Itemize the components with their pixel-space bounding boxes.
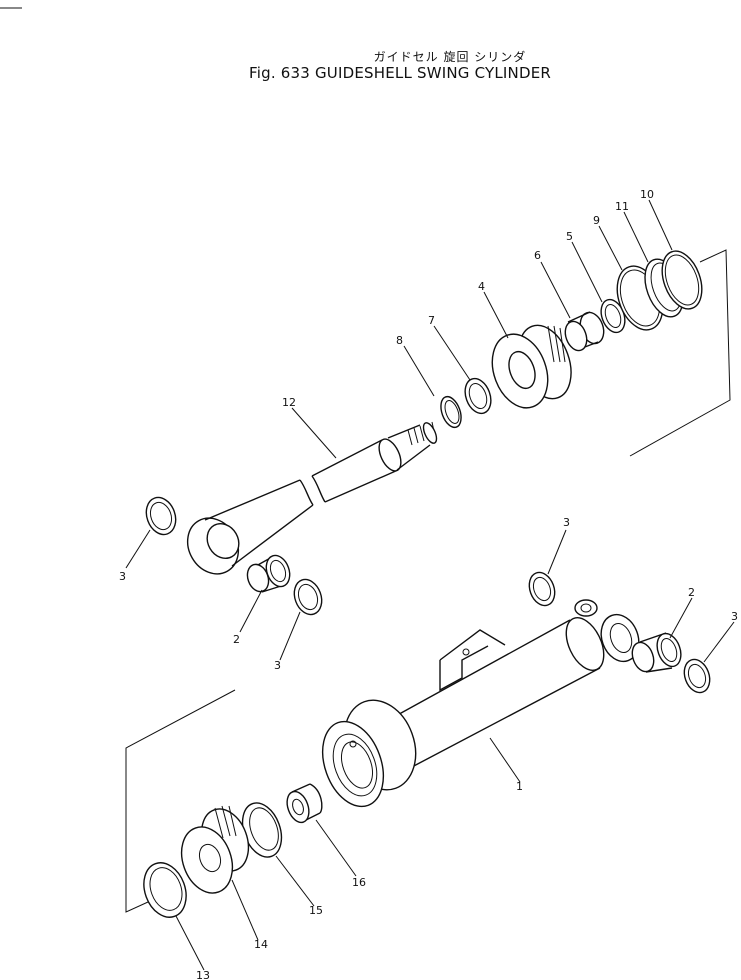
figure-title-japanese: ガイドセル 旋回 シリンダ xyxy=(373,50,527,64)
part-1-cylinder-tube xyxy=(321,599,640,808)
callout-5: 5 xyxy=(566,230,573,243)
rod-group-bracket xyxy=(629,249,731,457)
part-14-piston xyxy=(180,805,250,894)
callout-11: 11 xyxy=(615,200,629,213)
callout-2-cylinder: 2 xyxy=(688,586,695,599)
callout-12: 12 xyxy=(282,396,296,409)
part-3-seal-rod-eye xyxy=(293,578,323,616)
callout-16: 16 xyxy=(352,876,366,889)
callout-6: 6 xyxy=(534,249,541,262)
part-3-seal-cylinder-top xyxy=(528,571,556,607)
callout-14: 14 xyxy=(254,938,268,951)
part-13-piston-seal xyxy=(143,862,187,918)
callout-8: 8 xyxy=(396,334,403,347)
part-3-seal-upper-left xyxy=(145,496,177,536)
callout-4: 4 xyxy=(478,280,485,293)
callout-1: 1 xyxy=(516,780,523,793)
part-2-bushing-rod-eye xyxy=(246,554,291,593)
callout-3-upper-left: 3 xyxy=(119,570,126,583)
callout-3-right: 3 xyxy=(731,610,738,623)
part-6-bushing xyxy=(564,311,605,352)
callout-9: 9 xyxy=(593,214,600,227)
rod-thread xyxy=(407,421,436,446)
callout-labels: 1 2 2 3 3 3 3 4 5 6 7 8 9 10 11 12 13 14… xyxy=(119,188,738,980)
part-15-wear-ring xyxy=(241,802,283,858)
part-3-seal-right xyxy=(683,658,711,694)
callout-13: 13 xyxy=(196,969,210,980)
callout-3-cylinder-top: 3 xyxy=(563,516,570,529)
leader-lines xyxy=(125,199,735,971)
part-5-ring xyxy=(600,298,626,334)
callout-2-rod-eye: 2 xyxy=(233,633,240,646)
part-16-nut xyxy=(286,783,323,824)
callout-10: 10 xyxy=(640,188,654,201)
part-2-bushing-cylinder-end xyxy=(631,632,682,673)
callout-3-rod-eye: 3 xyxy=(274,659,281,672)
part-12-piston-rod xyxy=(186,421,438,575)
part-4-gland xyxy=(491,324,572,409)
piston-group-bracket xyxy=(125,689,236,913)
part-10-o-ring xyxy=(661,250,703,310)
part-7-seal xyxy=(464,377,492,415)
figure-title: Fig. 633 GUIDESHELL SWING CYLINDER xyxy=(249,64,551,82)
callout-7: 7 xyxy=(428,314,435,327)
callout-15: 15 xyxy=(309,904,323,917)
part-8-snap-ring xyxy=(440,395,462,429)
